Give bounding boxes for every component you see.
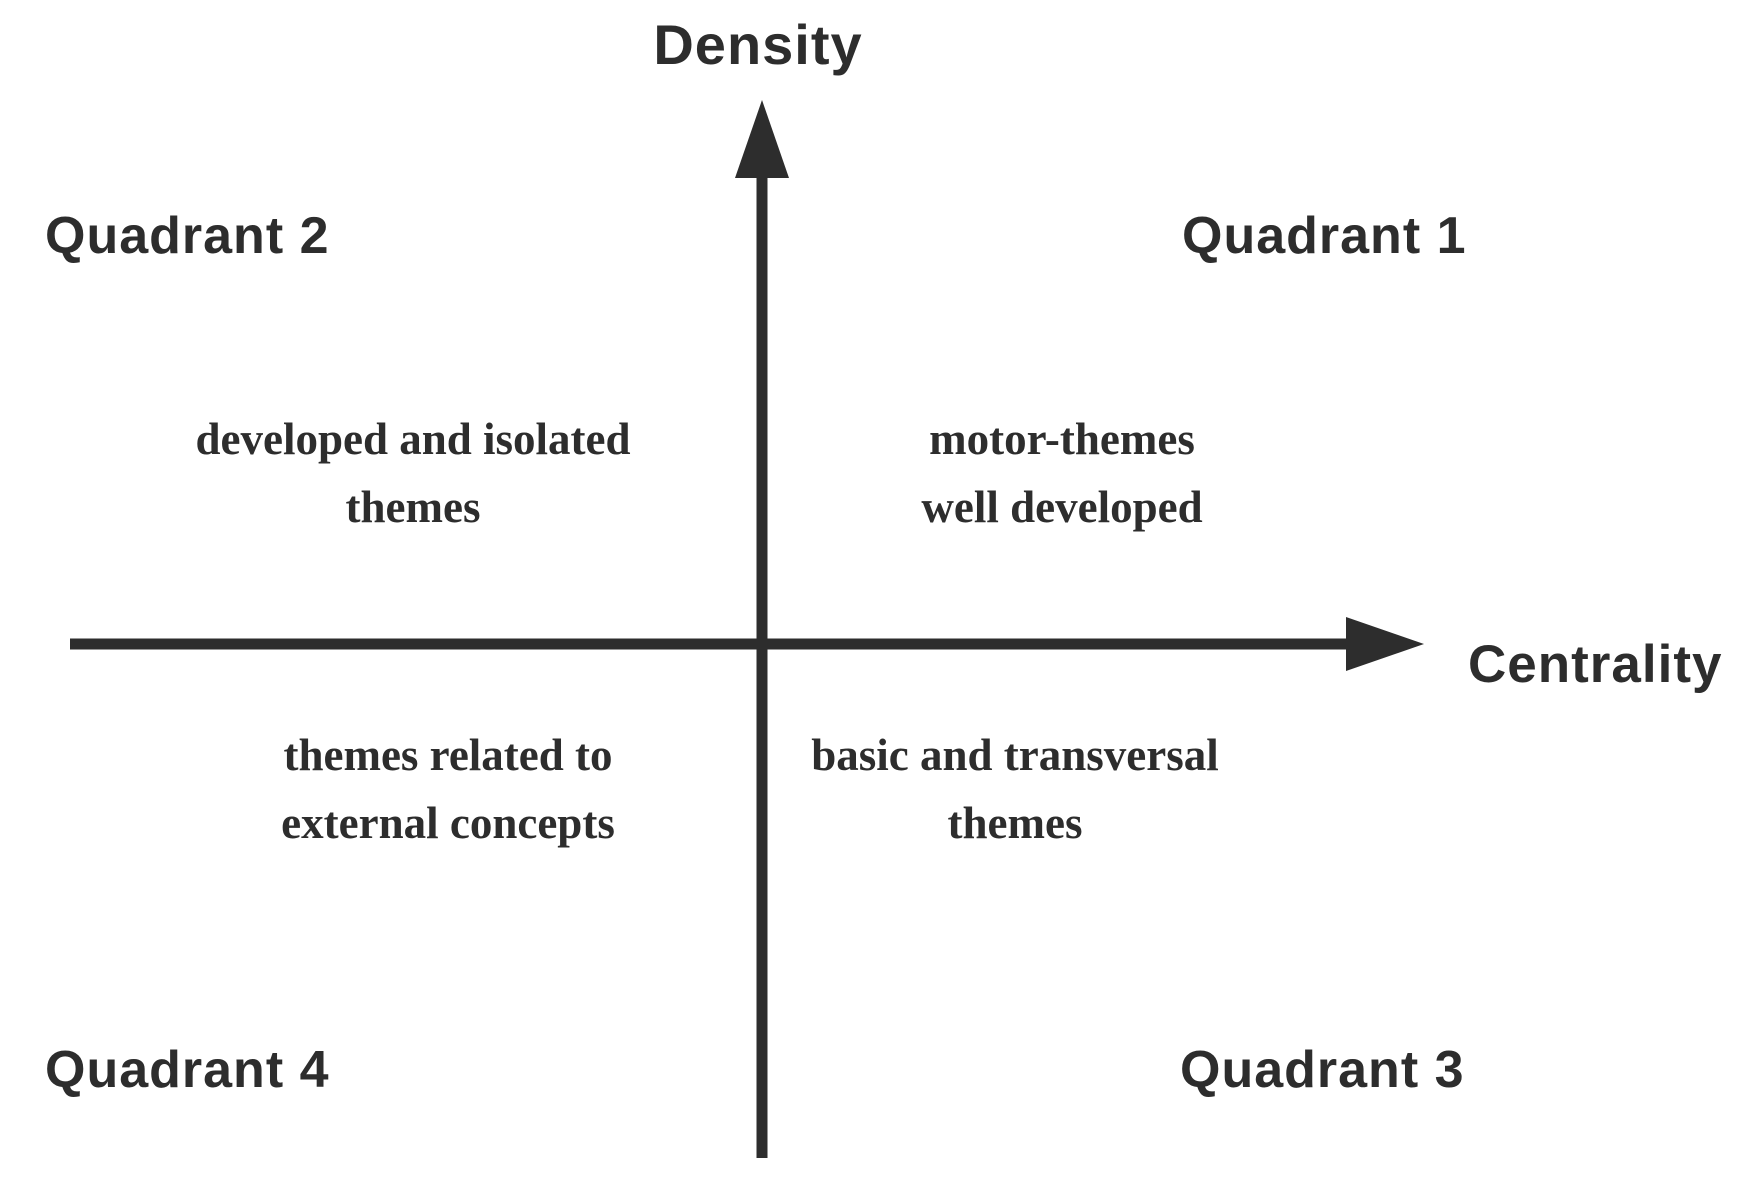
quadrant-1-label: Quadrant 1 [1182, 207, 1467, 265]
x-axis-arrowhead-icon [1346, 617, 1424, 671]
quadrant-3-description: basic and transversal themes [811, 730, 1219, 848]
y-axis-label: Density [653, 13, 863, 76]
quadrant-4-description: themes related to external concepts [281, 730, 615, 848]
quadrant-4-label: Quadrant 4 [45, 1041, 330, 1099]
y-axis-arrowhead-icon [735, 100, 789, 178]
quadrant-1-description: motor-themes well developed [921, 414, 1203, 532]
quadrant-2-label: Quadrant 2 [45, 207, 330, 265]
quadrant-3-label: Quadrant 3 [1180, 1041, 1465, 1099]
x-axis-label: Centrality [1468, 635, 1723, 694]
quadrant-2-description: developed and isolated themes [195, 414, 631, 532]
